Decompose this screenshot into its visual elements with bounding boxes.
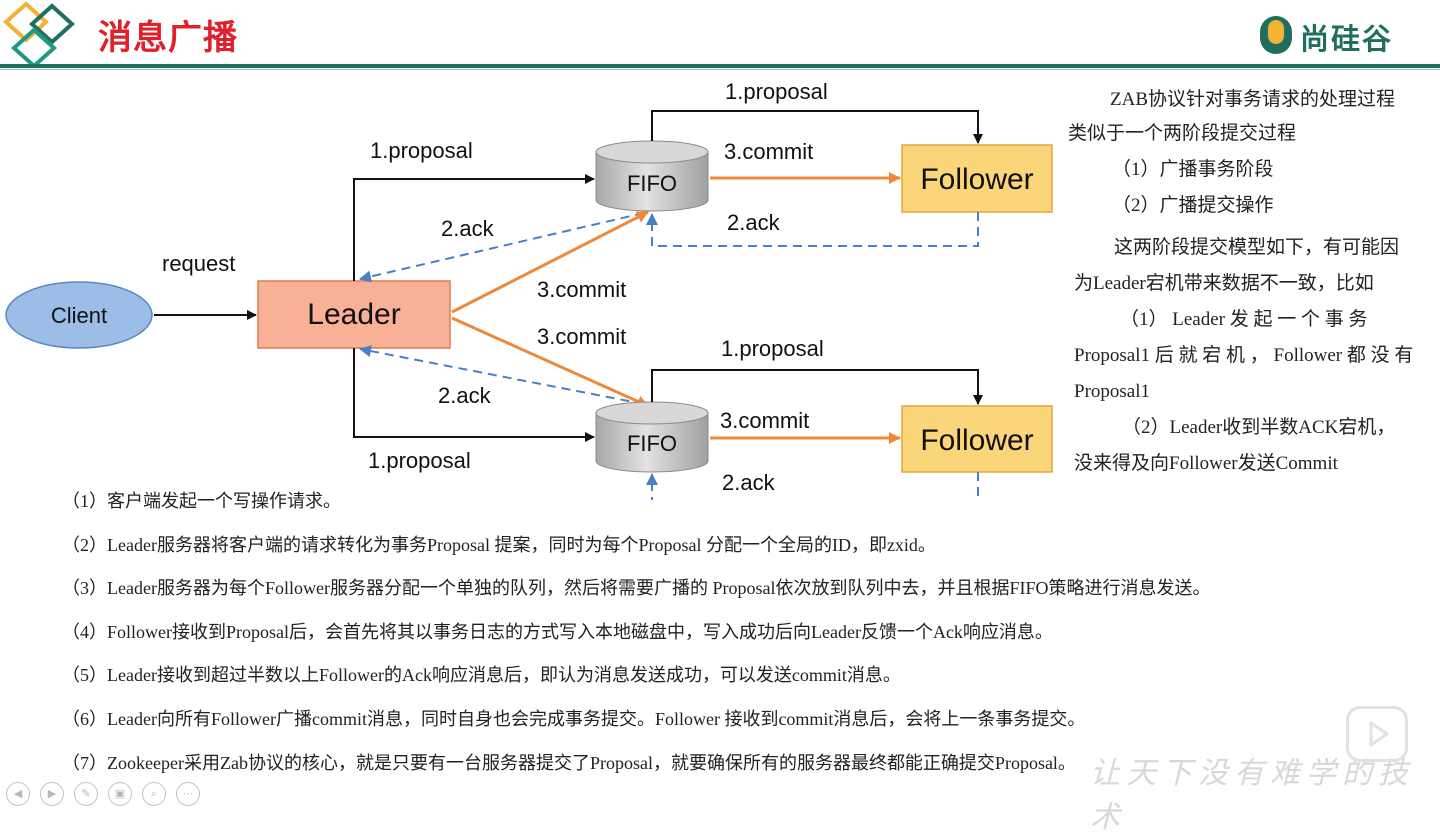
step-item: （4）Follower接收到Proposal后，会首先将其以事务日志的方式写入本… <box>62 621 1053 642</box>
next-icon[interactable]: ▶ <box>40 782 64 806</box>
fifo-bottom-node <box>595 401 709 473</box>
logo-diamonds-icon <box>3 1 75 66</box>
commit-label-leader-top: 3.commit <box>537 277 626 302</box>
side-line: 类似于一个两阶段提交过程 <box>1068 123 1297 144</box>
proposal-arrow-leader-top <box>353 174 595 281</box>
proposal-label-leader-top: 1.proposal <box>370 138 473 163</box>
steps-list: （1）客户端发起一个写操作请求。 （2）Leader服务器将客户端的请求转化为事… <box>62 482 1392 787</box>
side-line: （2）广播提交操作 <box>1112 195 1274 216</box>
proposal-arrow-leader-bottom <box>353 348 595 442</box>
header-divider-thin <box>0 69 1440 70</box>
ack-arrow-follower-bottom <box>646 472 979 500</box>
commit-arrow-leader-bottom <box>451 316 649 408</box>
brand-name: 尚硅谷 <box>1300 22 1394 56</box>
ack-arrow-follower-top <box>646 212 979 247</box>
proposal-label-follower-top: 1.proposal <box>725 79 828 104</box>
side-explanation: ZAB协议针对事务请求的处理过程 类似于一个两阶段提交过程 （1）广播事务阶段 … <box>1068 82 1428 482</box>
ack-label-leader-top: 2.ack <box>441 216 495 241</box>
ack-arrow-leader-bottom <box>359 345 645 405</box>
commit-arrow-leader-top <box>451 210 649 314</box>
ack-label-follower-bottom: 2.ack <box>722 470 776 495</box>
side-line: （1） Leader 发 起 一 个 事 务 <box>1120 309 1368 330</box>
side-line: Proposal1 <box>1074 381 1150 402</box>
leader-label: Leader <box>307 298 400 331</box>
commit-label-follower-bottom: 3.commit <box>720 408 809 433</box>
step-item: （2）Leader服务器将客户端的请求转化为事务Proposal 提案，同时为每… <box>62 534 936 555</box>
slides-icon[interactable]: ▣ <box>108 782 132 806</box>
step-item: （6）Leader向所有Follower广播commit消息，同时自身也会完成事… <box>62 708 1086 729</box>
brand-logo-icon <box>1260 16 1292 54</box>
step-item: （5）Leader接收到超过半数以上Follower的Ack响应消息后，即认为消… <box>62 665 901 686</box>
client-node <box>5 281 153 349</box>
fifo-top-label: FIFO <box>627 171 677 196</box>
client-label: Client <box>51 303 107 328</box>
ack-label-leader-bottom: 2.ack <box>438 383 492 408</box>
header-divider <box>0 64 1440 68</box>
step-item: （3）Leader服务器为每个Follower服务器分配一个单独的队列，然后将需… <box>62 578 1211 599</box>
commit-label-follower-top: 3.commit <box>724 139 813 164</box>
side-line: 为Leader宕机带来数据不一致，比如 <box>1074 273 1374 294</box>
proposal-arrow-follower-bottom <box>651 369 983 405</box>
proposal-arrow-follower-top <box>651 110 983 144</box>
pen-icon[interactable]: ✎ <box>74 782 98 806</box>
step-item: （7）Zookeeper采用Zab协议的核心，就是只要有一台服务器提交了Prop… <box>62 752 1076 773</box>
prev-icon[interactable]: ◀ <box>6 782 30 806</box>
side-line: 这两阶段提交模型如下，有可能因 <box>1114 237 1400 258</box>
side-line: （2）Leader收到半数ACK宕机， <box>1122 417 1396 438</box>
fifo-bottom-label: FIFO <box>627 431 677 456</box>
ack-arrow-leader-top <box>359 212 645 283</box>
zoom-icon[interactable]: ⌕ <box>142 782 166 806</box>
follower-bottom-label: Follower <box>920 424 1033 457</box>
ack-label-follower-top: 2.ack <box>727 210 781 235</box>
more-icon[interactable]: ⋯ <box>176 782 200 806</box>
side-line: ZAB协议针对事务请求的处理过程 <box>1110 89 1396 110</box>
follower-top-node <box>901 144 1053 213</box>
commit-label-leader-bottom: 3.commit <box>537 324 626 349</box>
proposal-label-follower-bottom: 1.proposal <box>721 336 824 361</box>
header: 消息广播 尚硅谷 <box>0 0 1440 66</box>
play-icon[interactable] <box>1346 706 1408 762</box>
fifo-top-node <box>595 140 709 212</box>
side-line: Proposal1 后 就 宕 机 ， Follower 都 没 有 <box>1074 345 1414 366</box>
follower-top-label: Follower <box>920 163 1033 196</box>
side-line: 没来得及向Follower发送Commit <box>1074 453 1338 474</box>
side-line: （1）广播事务阶段 <box>1112 159 1274 180</box>
leader-node <box>257 280 451 349</box>
page-title: 消息广播 <box>98 18 238 58</box>
proposal-label-leader-bottom: 1.proposal <box>368 448 471 473</box>
zab-broadcast-diagram: Client request Leader 1.proposal 1.propo… <box>5 79 1053 500</box>
step-item: （1）客户端发起一个写操作请求。 <box>62 491 341 511</box>
request-label: request <box>162 251 235 276</box>
